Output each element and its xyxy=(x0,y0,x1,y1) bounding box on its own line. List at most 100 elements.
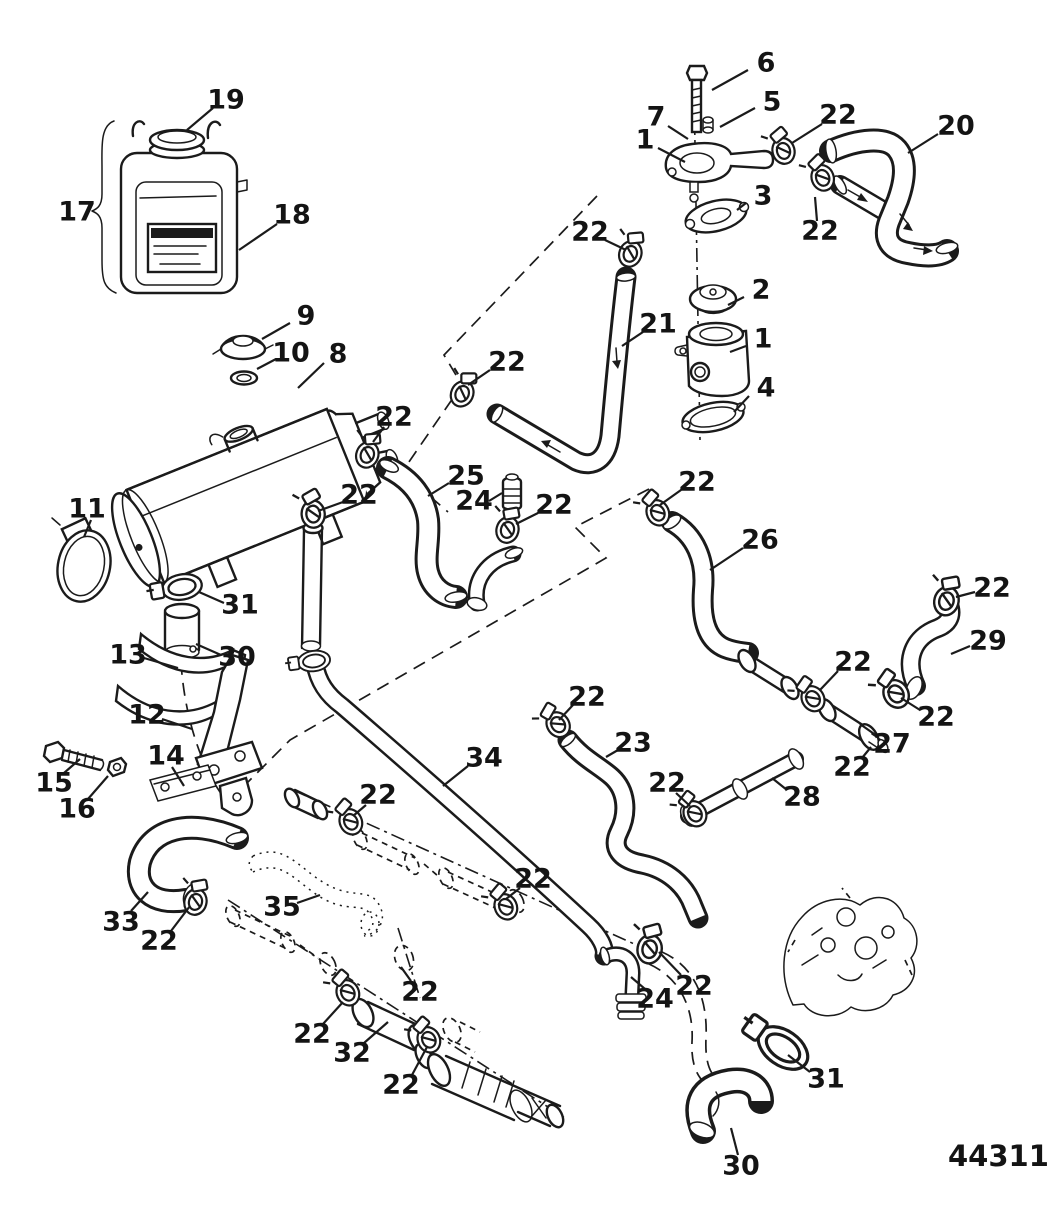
callout-label-22: 22 xyxy=(340,480,378,511)
callout-label-22: 22 xyxy=(819,100,857,131)
callout-label-8: 8 xyxy=(329,339,348,370)
callout-label-20: 20 xyxy=(937,111,975,142)
pressure-cap-9 xyxy=(212,334,274,361)
callout-label-19: 19 xyxy=(207,85,245,116)
leader-line xyxy=(727,296,745,306)
callout-label-34: 34 xyxy=(465,743,503,774)
bolt-15-head xyxy=(42,740,66,764)
hose-20 xyxy=(819,128,959,268)
leader-line xyxy=(604,239,627,251)
leader-line xyxy=(317,500,344,513)
leader-line xyxy=(733,395,750,413)
leader-line xyxy=(238,223,278,251)
leader-line xyxy=(771,777,788,791)
leader-line xyxy=(955,590,976,599)
leader-line xyxy=(630,976,646,990)
callout-label-17: 17 xyxy=(58,197,96,228)
leader-line xyxy=(297,362,325,389)
leader-line xyxy=(256,358,277,370)
reservoir-cap xyxy=(148,128,206,152)
leader-line xyxy=(296,893,321,905)
dashed-hose-to-engine xyxy=(648,951,719,1085)
callout-label-10: 10 xyxy=(272,338,310,369)
callout-label-29: 29 xyxy=(969,626,1007,657)
dashed-valve-bits xyxy=(441,1016,481,1053)
leader-line xyxy=(363,1021,389,1044)
leader-line xyxy=(605,749,619,758)
callout-label-27: 27 xyxy=(873,729,911,760)
callout-label-22: 22 xyxy=(834,647,872,678)
callout-label-30: 30 xyxy=(722,1151,760,1182)
callout-label-22: 22 xyxy=(359,780,397,811)
standpipe-and-hose-34 xyxy=(300,521,614,966)
callout-label-25: 25 xyxy=(447,461,485,492)
leader-line xyxy=(667,125,689,140)
leader-line xyxy=(161,717,193,731)
bracket-brace-17 xyxy=(91,120,117,294)
callout-label-18: 18 xyxy=(273,200,311,231)
leader-line xyxy=(950,644,971,656)
elbow-24-bottom xyxy=(598,946,647,1020)
leader-line xyxy=(82,519,93,538)
callout-label-26: 26 xyxy=(741,525,779,556)
leader-line xyxy=(657,147,686,163)
callout-label-22: 22 xyxy=(675,971,713,1002)
callout-label-22: 22 xyxy=(568,682,606,713)
leader-line xyxy=(427,482,450,497)
leader-line xyxy=(505,887,521,900)
callout-label-15: 15 xyxy=(35,768,73,799)
callout-label-6: 6 xyxy=(757,48,776,79)
leader-line xyxy=(709,547,744,571)
leader-line xyxy=(675,792,691,807)
callout-label-22: 22 xyxy=(488,347,526,378)
leader-line xyxy=(198,590,225,605)
leader-line xyxy=(87,775,109,800)
callout-label-7: 7 xyxy=(647,102,666,133)
nut-16 xyxy=(106,756,128,778)
callout-label-28: 28 xyxy=(783,782,821,813)
callout-label-11: 11 xyxy=(68,494,106,525)
alternate-assembly-lower-dashed xyxy=(224,904,415,977)
leader-line xyxy=(658,951,682,976)
leader-line xyxy=(791,123,823,144)
gasket-10 xyxy=(229,370,259,386)
callout-label-22: 22 xyxy=(514,864,552,895)
leader-line xyxy=(352,804,367,817)
callout-label-9: 9 xyxy=(297,301,316,332)
coolant-reservoir xyxy=(91,120,248,295)
callout-label-5: 5 xyxy=(763,87,782,118)
leader-line xyxy=(63,758,81,774)
thermostat-cover xyxy=(664,141,775,184)
callout-label-13: 13 xyxy=(109,640,147,671)
dashed-clamp xyxy=(393,944,415,972)
leader-line xyxy=(261,322,291,340)
leader-line xyxy=(411,1046,428,1076)
leader-line xyxy=(736,202,747,211)
leader-line xyxy=(729,1127,740,1156)
callout-label-2: 2 xyxy=(752,275,771,306)
leader-line xyxy=(488,492,503,502)
callout-label-1: 1 xyxy=(754,324,773,355)
leader-line xyxy=(372,426,385,443)
drain-fitting-24 xyxy=(501,476,523,511)
leader-line xyxy=(195,642,222,657)
callout-label-14: 14 xyxy=(147,741,185,772)
callout-label-3: 3 xyxy=(754,181,773,212)
callout-label-22: 22 xyxy=(571,217,609,248)
leader-line xyxy=(171,766,185,787)
solid-tube-piece xyxy=(283,787,329,821)
callout-label-32: 32 xyxy=(333,1038,371,1069)
hose-35-dotted xyxy=(248,851,384,937)
callout-label-21: 21 xyxy=(639,309,677,340)
leader-line xyxy=(907,133,939,154)
leader-line xyxy=(859,723,878,737)
leader-line xyxy=(659,489,682,506)
callout-label-30: 30 xyxy=(218,642,256,673)
callout-label-22: 22 xyxy=(401,977,439,1008)
leader-line xyxy=(813,196,819,222)
callout-label-22: 22 xyxy=(801,216,839,247)
callout-label-22: 22 xyxy=(140,926,178,957)
leader-line xyxy=(787,1054,811,1073)
